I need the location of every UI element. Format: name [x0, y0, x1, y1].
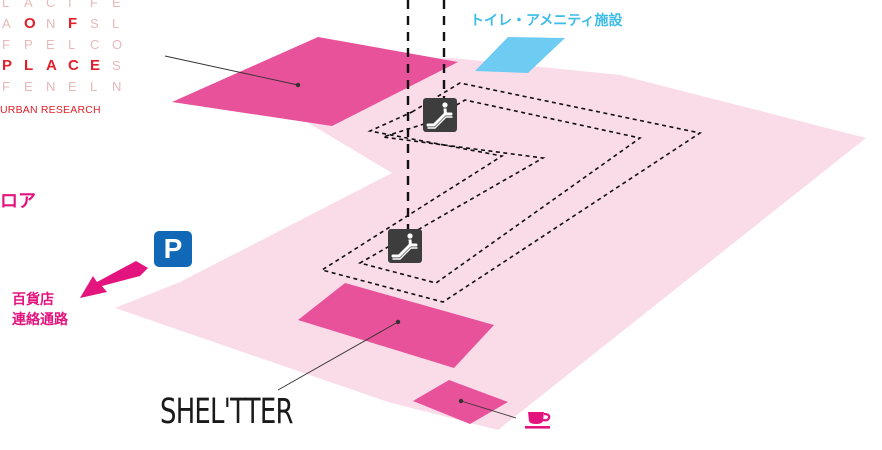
floor-label: ロア	[0, 191, 36, 212]
leader-line-shelter	[277, 321, 399, 391]
department-store-label-line1: 百貨店	[12, 292, 54, 308]
leader-dot-shelter	[395, 319, 401, 325]
floor-area	[115, 58, 866, 430]
shop-block-upper[interactable]	[172, 37, 458, 126]
escalator-route-inner	[357, 99, 642, 284]
leader-dot-cafe	[458, 398, 464, 404]
shelter-shop-label[interactable]: SHEL'TTER	[160, 392, 293, 432]
coffee-cup-icon[interactable]	[521, 409, 555, 431]
logo-subtitle: URBAN RESEARCH	[0, 104, 101, 116]
coffee-cup-glyph	[525, 412, 551, 429]
leader-line-upper	[164, 55, 299, 86]
amenity-label[interactable]: トイレ・アメニティ施設	[470, 13, 623, 29]
leader-dot-upper	[295, 82, 301, 88]
parking-icon[interactable]: P	[154, 231, 192, 267]
shop-block-shelter[interactable]	[298, 283, 494, 368]
arrow-left-down-icon	[80, 261, 148, 298]
escalator-icon[interactable]	[388, 229, 422, 263]
escalator-icon[interactable]	[423, 98, 457, 132]
escalator-route-outer	[320, 82, 703, 303]
leader-line-cafe	[460, 400, 517, 419]
department-store-passage-label[interactable]: 百貨店 連絡通路	[12, 290, 68, 330]
escalator-glyph	[426, 102, 453, 129]
department-store-label-line2: 連絡通路	[12, 312, 68, 328]
amenity-zone[interactable]	[475, 37, 565, 73]
escalator-glyph	[391, 233, 418, 260]
